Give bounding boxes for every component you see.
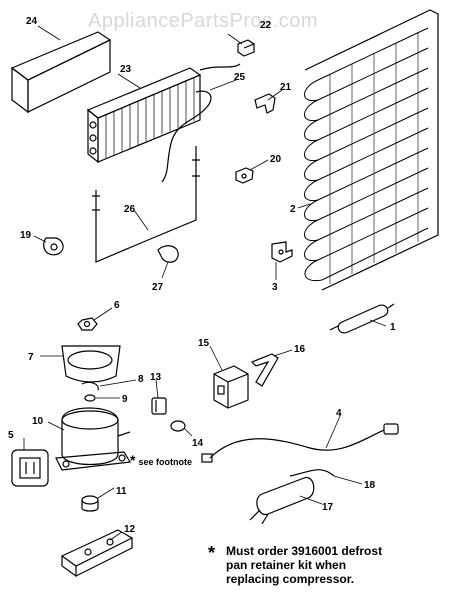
- callout-1: 1: [390, 322, 396, 333]
- footnote-line-2: pan retainer kit when: [226, 558, 347, 572]
- asterisk-icon: *: [208, 543, 216, 563]
- part-16-clip[interactable]: [250, 353, 279, 387]
- callout-23: 23: [120, 64, 132, 75]
- part-3-bracket[interactable]: [271, 241, 293, 263]
- part-6-nut[interactable]: [77, 317, 98, 331]
- callout-5: 5: [8, 430, 14, 441]
- leader-lines: [23, 25, 387, 541]
- part-26-drain-tube[interactable]: [92, 146, 200, 263]
- callout-18: 18: [364, 480, 376, 491]
- callout-19: 19: [20, 230, 32, 241]
- part-13-relay[interactable]: [151, 397, 167, 415]
- part-21-bracket[interactable]: [254, 93, 276, 114]
- footnote: * Must order 3916001 defrost pan retaine…: [208, 544, 458, 586]
- callout-2: 2: [290, 204, 296, 215]
- footnote-line-3: replacing compressor.: [226, 572, 355, 586]
- part-22-clip[interactable]: [237, 39, 255, 57]
- part-17-capacitor[interactable]: [249, 476, 315, 525]
- part-7-cover[interactable]: [61, 345, 121, 383]
- part-14-overload[interactable]: [170, 420, 186, 432]
- part-19-grommet[interactable]: [43, 237, 64, 256]
- watermark: AppliancePartsPros.com: [88, 10, 318, 32]
- callout-24: 24: [26, 16, 38, 27]
- callout-15: 15: [198, 338, 210, 349]
- callout-4: 4: [336, 408, 342, 419]
- callout-14: 14: [192, 438, 204, 449]
- callout-21: 21: [280, 82, 292, 93]
- callout-12: 12: [124, 524, 136, 535]
- part-15-relay-box[interactable]: [213, 365, 249, 409]
- part-4-power-cord[interactable]: [201, 423, 399, 463]
- part-8-clip[interactable]: [81, 381, 99, 391]
- part-11-grommet[interactable]: [81, 495, 99, 512]
- callout-26: 26: [124, 204, 136, 215]
- callout-25: 25: [234, 72, 246, 83]
- part-10-compressor[interactable]: [55, 407, 131, 471]
- callout-8: 8: [138, 374, 144, 385]
- part-1-drier[interactable]: [329, 303, 395, 334]
- see-footnote-note: *see footnote: [130, 452, 192, 468]
- callout-11: 11: [116, 486, 127, 497]
- part-18-wire[interactable]: [289, 469, 335, 477]
- callout-22: 22: [260, 20, 272, 31]
- part-24-pad[interactable]: [10, 31, 112, 114]
- footnote-line-1: Must order 3916001 defrost: [226, 544, 383, 558]
- see-footnote-text: see footnote: [138, 457, 192, 467]
- callout-27: 27: [152, 282, 164, 293]
- callout-6: 6: [114, 300, 120, 311]
- part-27-clip[interactable]: [157, 245, 179, 263]
- callout-10: 10: [32, 416, 44, 427]
- callout-17: 17: [322, 502, 334, 513]
- part-9-washer[interactable]: [84, 394, 96, 402]
- callout-7: 7: [28, 352, 34, 363]
- callout-3: 3: [272, 282, 278, 293]
- part-5-terminal-cover[interactable]: [11, 449, 49, 487]
- callout-20: 20: [270, 154, 282, 165]
- part-12-base-plate[interactable]: [60, 529, 134, 578]
- part-2-evaporator-coil[interactable]: [304, 9, 439, 291]
- callout-16: 16: [294, 344, 306, 355]
- callout-13: 13: [150, 372, 162, 383]
- part-20-bracket[interactable]: [235, 167, 254, 184]
- part-25-tube[interactable]: [161, 63, 241, 183]
- callout-9: 9: [122, 394, 128, 405]
- part-23-condenser[interactable]: [86, 67, 202, 164]
- asterisk-icon: *: [130, 452, 136, 468]
